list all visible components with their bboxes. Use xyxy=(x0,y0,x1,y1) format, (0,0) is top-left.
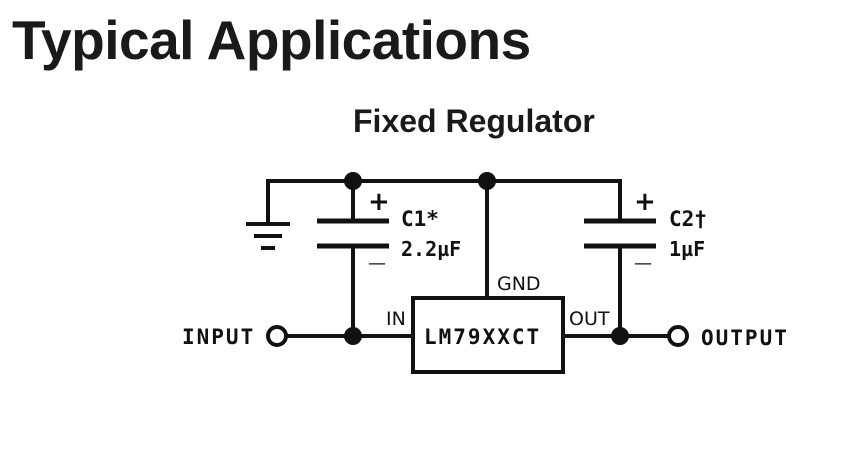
input-terminal xyxy=(266,325,288,347)
junction-dot xyxy=(344,172,362,190)
c1-value: 2.2µF xyxy=(401,237,461,261)
pin-out-label: OUT xyxy=(569,308,610,330)
c1-name: C1* xyxy=(401,207,439,231)
c1-plus-sign: + xyxy=(368,187,390,217)
ic-part-number: LM79XXCT xyxy=(424,325,541,349)
junction-dot xyxy=(611,327,629,345)
output-terminal xyxy=(667,325,689,347)
output-label: OUTPUT xyxy=(701,326,789,350)
c2-name: C2† xyxy=(669,207,707,231)
input-label: INPUT xyxy=(182,325,255,349)
junction-dot xyxy=(478,172,496,190)
regulator-ic xyxy=(411,296,565,374)
diagram-title: Fixed Regulator xyxy=(353,103,595,139)
c2-value: 1µF xyxy=(669,237,705,261)
c2-plus-sign: + xyxy=(634,187,656,217)
ground-symbol xyxy=(246,179,290,250)
junction-dot xyxy=(344,327,362,345)
pin-in-label: IN xyxy=(386,308,406,330)
capacitor-c2 xyxy=(584,179,656,338)
page-heading: Typical Applications xyxy=(12,9,531,71)
c2-minus-sign: — xyxy=(634,253,652,274)
c1-minus-sign: — xyxy=(368,253,386,274)
pin-gnd-label: GND xyxy=(497,273,541,295)
